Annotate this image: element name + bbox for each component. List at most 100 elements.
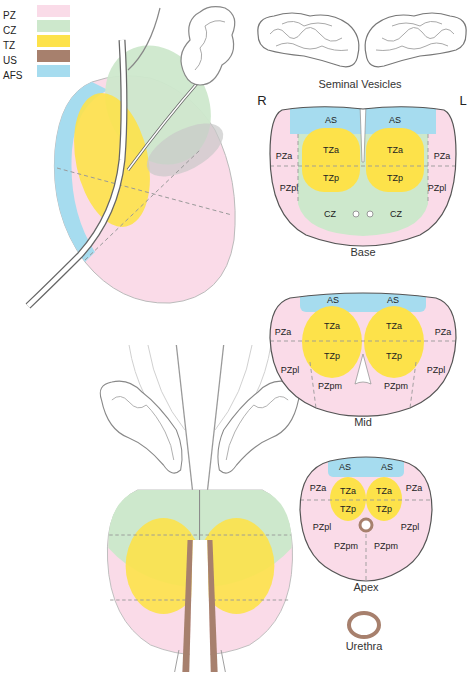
urethra-section: Urethra: [338, 610, 390, 653]
zone-label: TZp: [376, 504, 392, 514]
zone-label: PZpl: [281, 365, 300, 375]
legend-row: CZ: [3, 20, 73, 33]
section-outline: [270, 293, 456, 416]
transition-zone: [366, 128, 424, 192]
zone-label: PZpl: [401, 522, 420, 532]
sagittal-duct-region: [139, 113, 232, 188]
legend-swatch: [37, 50, 70, 62]
zone-label: PZpm: [374, 541, 398, 551]
section-caption: Base: [268, 246, 458, 259]
dashed-line: [410, 362, 416, 408]
zone-label: CZ: [390, 209, 402, 219]
zone-label: TZp: [340, 504, 356, 514]
section-outline: [300, 457, 432, 581]
vesicle-fold: [276, 43, 348, 51]
urethral-sphincter: [182, 540, 192, 672]
transition-zone: [364, 306, 424, 378]
section-shape: [270, 104, 456, 246]
vas-line: [128, 8, 160, 70]
zone-label: PZpl: [313, 522, 332, 532]
vesicle-fold: [270, 27, 342, 41]
side-marker: R: [257, 93, 266, 108]
ejaculatory-duct: [128, 80, 200, 170]
vesicle-outline: [365, 13, 466, 67]
coronal-seminal-vesicle: [100, 381, 182, 473]
zone-label: PZpl: [428, 183, 447, 193]
zone-label: TZa: [340, 486, 356, 496]
zone-label: TZa: [387, 145, 403, 155]
sagittal-seminal-vesicle: [181, 7, 235, 85]
zone-label: PZa: [310, 483, 327, 493]
side-marker: L: [459, 93, 466, 108]
urethral-sphincter: [207, 540, 217, 672]
vesicle-fold: [226, 396, 288, 460]
section-shape: [340, 610, 388, 640]
zone-label: TZa: [323, 145, 339, 155]
transition-zone: [330, 477, 366, 521]
zone-label: PZa: [435, 327, 452, 337]
base-section: Base: [268, 104, 458, 259]
seminal-vesicle: [258, 13, 359, 67]
zone-label: PZpm: [384, 381, 408, 391]
zone-label: CZ: [324, 209, 336, 219]
zone-label: TZa: [324, 321, 340, 331]
ejaculatory-duct: [199, 490, 200, 545]
legend-text: TZ: [3, 40, 15, 51]
legend-text: PZ: [3, 10, 16, 21]
vesicle-fold: [382, 27, 454, 41]
legend-text: US: [3, 55, 17, 66]
legend-swatch: [37, 20, 70, 32]
zone-label: AS: [339, 462, 351, 472]
section-shape: [252, 4, 472, 78]
dashed-line: [57, 168, 232, 215]
vas-line: [176, 345, 192, 492]
zones: [300, 451, 432, 581]
legend-row: US: [3, 50, 73, 63]
ejaculatory-duct-lumen: [128, 80, 200, 170]
ejaculatory-duct: [353, 211, 359, 217]
section-caption: Urethra: [338, 640, 390, 653]
legend-row: PZ: [3, 5, 73, 18]
zone-label: AS: [387, 295, 399, 305]
dashed-line: [85, 150, 200, 260]
urethra: [355, 354, 371, 384]
zone-label: AS: [327, 295, 339, 305]
zone-label: PZpl: [280, 183, 299, 193]
zone-label: AS: [389, 115, 401, 125]
zone-label: PZa: [434, 151, 451, 161]
zone-label: PZa: [275, 327, 292, 337]
vesicle-fold: [282, 21, 332, 26]
mirror-group: [218, 381, 300, 473]
section-outline: [270, 107, 456, 246]
zone-label: PZpl: [427, 365, 446, 375]
transition-zone: [366, 477, 402, 521]
zone-label: PZpm: [334, 541, 358, 551]
zone-label: AS: [325, 115, 337, 125]
legend-swatch: [37, 5, 70, 17]
urethra-outline: [28, 40, 124, 306]
urethra-lumen: [189, 540, 211, 672]
section-caption: Mid: [268, 416, 458, 429]
vesicle-fold: [376, 43, 448, 51]
legend-swatch: [37, 65, 70, 77]
urethra-line: [175, 650, 179, 672]
legend-text: AFS: [3, 70, 22, 81]
legend-swatch: [37, 35, 70, 47]
transition-zone: [302, 306, 362, 378]
legend-text: CZ: [3, 25, 16, 36]
zone-label: TZp: [386, 351, 402, 361]
zone-label: TZp: [324, 351, 340, 361]
zone-label: PZa: [406, 483, 423, 493]
dashed-line: [270, 341, 456, 342]
zone-label: PZpm: [318, 381, 342, 391]
anterior-stroma: [328, 451, 404, 477]
dashed-line: [366, 534, 367, 581]
urethra-lumen: [28, 40, 124, 306]
dashed-line: [428, 134, 429, 204]
dashed-line: [298, 134, 299, 204]
vas-line: [207, 345, 223, 492]
urethra-line: [221, 650, 225, 672]
zone-label: PZa: [276, 151, 293, 161]
coronal-seminal-vesicle: [218, 381, 300, 473]
section-caption: Apex: [298, 581, 434, 594]
